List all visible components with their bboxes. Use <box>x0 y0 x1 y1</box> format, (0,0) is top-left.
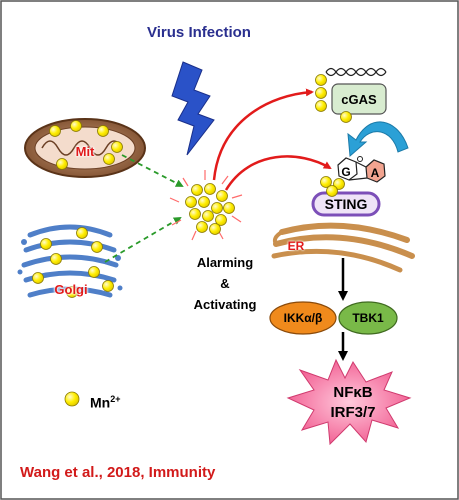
golgi-mn-ion <box>102 280 114 292</box>
golgi-mn-ion <box>40 238 52 250</box>
cgas-mn-ion <box>315 100 327 112</box>
lightning-bolt-icon <box>171 61 215 156</box>
sting-mn-ion <box>333 178 345 190</box>
burst-mn-ion <box>198 196 210 208</box>
burst-mn-ion <box>209 223 221 235</box>
er-label: ER <box>287 239 305 253</box>
ikk-label: IKKα/β <box>283 311 323 325</box>
golgi-label: Golgi <box>54 282 88 297</box>
golgi-mn-ion <box>66 286 78 298</box>
golgi-mn-ion <box>50 253 62 265</box>
cgas-mn-ion <box>340 111 352 123</box>
burst-mn-ion <box>185 196 197 208</box>
mito-mn-ion <box>56 158 68 170</box>
golgi-mn-ion <box>91 241 103 253</box>
activating-line: Activating <box>193 297 257 312</box>
burst-mn-ion <box>211 202 223 214</box>
ampersand-line: & <box>220 276 230 291</box>
irf-label: IRF3/7 <box>330 404 376 421</box>
cgas-label: cGAS <box>341 92 377 107</box>
mito-mn-ion <box>70 120 82 132</box>
burst-mn-ion <box>204 183 216 195</box>
mitochondria-label: Mit <box>75 144 95 159</box>
mito-mn-ion <box>111 141 123 153</box>
alarming-line: Alarming <box>196 255 254 270</box>
dna-helix-icon <box>325 67 387 77</box>
burst-mn-ion <box>215 214 227 226</box>
sting-mn-ion <box>320 176 332 188</box>
sting-box <box>311 191 381 217</box>
mito-mn-ion <box>49 125 61 137</box>
cgamp-synthesis-arrow <box>347 121 409 158</box>
citation: Wang et al., 2018, Immunity <box>20 464 216 481</box>
tbk1-label: TBK1 <box>352 311 384 325</box>
ikk-ellipse <box>269 301 337 335</box>
activate-cgas-arrow <box>212 88 314 181</box>
burst-mn-ion <box>196 221 208 233</box>
tbk1-ellipse <box>338 301 398 335</box>
golgi-release-arrow <box>104 216 182 263</box>
alarming-activating-label: Alarming & Activating <box>175 252 275 315</box>
alarm-burst <box>169 170 243 241</box>
cgamp-molecule <box>337 156 386 183</box>
activate-sting-arrow <box>224 155 332 191</box>
mito-mn-ion <box>97 125 109 137</box>
mn-ion-icon <box>64 391 80 407</box>
cgas-mn-ion <box>315 74 327 86</box>
mito-mn-ion <box>103 153 115 165</box>
burst-mn-ion <box>216 190 228 202</box>
endoplasmic-reticulum <box>271 222 415 273</box>
sting-label: STING <box>324 196 368 212</box>
mito-release-arrow <box>121 154 184 187</box>
burst-mn-ion <box>189 208 201 220</box>
cgas-box <box>331 83 387 115</box>
golgi-mn-ion <box>76 227 88 239</box>
cgas-mn-ion <box>315 87 327 99</box>
cgamp-a-label: A <box>370 166 380 180</box>
cgamp-g-label: G <box>341 165 351 179</box>
burst-mn-ion <box>202 210 214 222</box>
transcription-burst <box>286 358 412 446</box>
legend-charge: 2+ <box>110 394 121 404</box>
golgi-mn-ion <box>88 266 100 278</box>
nfkb-label: NFκB <box>333 384 373 401</box>
burst-mn-ion <box>223 202 235 214</box>
title: Virus Infection <box>147 24 251 41</box>
burst-mn-ion <box>191 184 203 196</box>
legend-ion: Mn <box>90 394 111 411</box>
sting-mn-ion <box>326 185 338 197</box>
golgi-mn-ion <box>32 272 44 284</box>
legend-label: Mn2+ <box>90 394 120 411</box>
